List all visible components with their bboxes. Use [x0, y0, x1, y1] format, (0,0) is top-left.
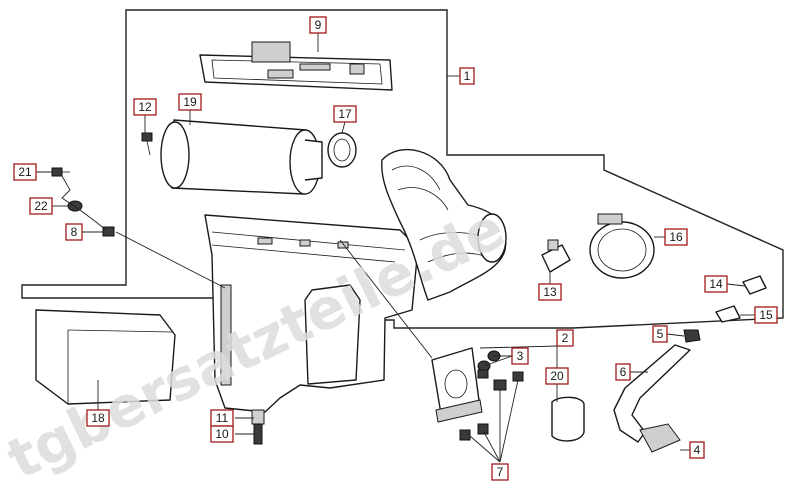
part-label-15: 15 — [754, 306, 778, 324]
svg-text:7: 7 — [497, 465, 504, 479]
intake-duct — [381, 149, 507, 301]
part-13-clip — [541, 239, 571, 273]
part-12-screw — [141, 132, 153, 156]
part-7-bolts — [459, 371, 524, 441]
part-label-18: 18 — [86, 409, 110, 427]
part-4-clamp — [639, 423, 681, 453]
part-16-hose-clamp — [589, 213, 655, 279]
part-9-cover-plate — [199, 41, 393, 91]
part-label-14: 14 — [704, 275, 728, 293]
svg-text:2: 2 — [562, 331, 569, 345]
leader-lines — [34, 27, 755, 463]
part-label-12: 12 — [133, 98, 157, 116]
part-label-22: 22 — [29, 197, 53, 215]
part-label-13: 13 — [538, 283, 562, 301]
svg-text:17: 17 — [338, 107, 352, 121]
svg-text:9: 9 — [315, 18, 322, 32]
svg-text:12: 12 — [138, 100, 152, 114]
svg-text:10: 10 — [215, 427, 229, 441]
part-6-breather-hose — [613, 344, 691, 443]
svg-text:8: 8 — [71, 225, 78, 239]
part-label-1: 1 — [459, 67, 475, 85]
svg-text:3: 3 — [517, 349, 524, 363]
svg-text:13: 13 — [543, 285, 557, 299]
svg-text:5: 5 — [657, 327, 664, 341]
svg-text:21: 21 — [18, 165, 32, 179]
part-label-10: 10 — [210, 425, 234, 443]
part-label-21: 21 — [13, 163, 37, 181]
part-label-16: 16 — [664, 228, 688, 246]
part-15-clip — [715, 305, 741, 323]
part-14-clip — [742, 275, 767, 295]
svg-text:18: 18 — [91, 411, 105, 425]
part-label-20: 20 — [545, 367, 569, 385]
part-label-3: 3 — [511, 347, 529, 365]
svg-text:20: 20 — [550, 369, 564, 383]
part-10-11-drain — [251, 409, 265, 445]
part-label-17: 17 — [333, 105, 357, 123]
svg-text:14: 14 — [709, 277, 723, 291]
svg-text:19: 19 — [183, 95, 197, 109]
part-label-7: 7 — [491, 463, 509, 481]
part-5-clamp — [683, 329, 701, 343]
part-label-6: 6 — [615, 363, 631, 381]
airbox-housing — [204, 214, 419, 413]
part-17-clamp — [327, 132, 357, 168]
part-label-2: 2 — [556, 329, 574, 347]
assembly-outline — [21, 9, 784, 329]
part-19-filter-cylinder — [160, 119, 323, 195]
svg-text:15: 15 — [759, 308, 773, 322]
svg-text:11: 11 — [216, 411, 229, 425]
part-label-19: 19 — [178, 93, 202, 111]
part-label-9: 9 — [309, 16, 327, 34]
svg-text:4: 4 — [694, 443, 701, 457]
part-2-bracket — [431, 347, 483, 423]
part-20-gasket — [551, 396, 585, 442]
svg-text:1: 1 — [464, 69, 471, 83]
part-label-4: 4 — [689, 441, 705, 459]
part-label-11: 11 — [210, 409, 234, 427]
svg-text:6: 6 — [620, 365, 627, 379]
svg-text:22: 22 — [34, 199, 48, 213]
part-label-5: 5 — [652, 325, 668, 343]
svg-text:16: 16 — [669, 230, 683, 244]
part-18-panel — [35, 309, 176, 405]
part-21-bolt — [51, 167, 70, 177]
part-label-8: 8 — [65, 223, 83, 241]
part-8-nut — [102, 226, 115, 237]
